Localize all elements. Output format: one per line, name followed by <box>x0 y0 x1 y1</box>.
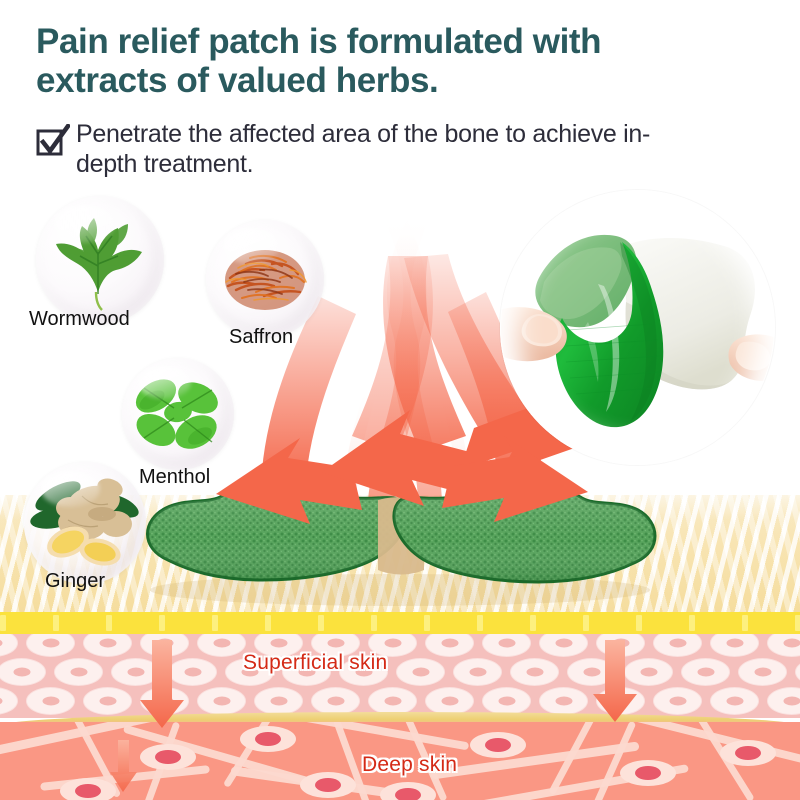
bubble-gloss <box>137 365 192 400</box>
epidermal-cell <box>426 634 473 656</box>
epidermal-cell <box>112 659 159 685</box>
epidermal-cell <box>711 688 758 714</box>
corneum-brick <box>159 615 165 631</box>
epidermal-cell <box>255 634 302 656</box>
epidermal-cell <box>568 659 615 685</box>
bubble-gloss <box>222 228 280 264</box>
corneum-brick <box>265 615 271 631</box>
bubble-gloss <box>53 204 116 244</box>
epidermal-cell <box>597 634 644 656</box>
fibroblast-cell <box>620 760 676 786</box>
corneum-brick <box>371 615 377 631</box>
epidermal-cell <box>27 634 74 656</box>
corneum-brick <box>636 615 642 631</box>
epidermal-cell <box>198 634 245 656</box>
epidermal-cell <box>84 688 131 714</box>
fibroblast-cell <box>470 732 526 758</box>
epidermal-cell <box>483 634 530 656</box>
herb-label-menthol: Menthol <box>139 466 211 488</box>
epidermal-cell <box>255 688 302 714</box>
fibroblast-cell <box>60 778 116 800</box>
patch-peel-illustration <box>500 190 775 465</box>
corneum-brick <box>424 615 430 631</box>
corneum-brick <box>742 615 748 631</box>
herb-label-wormwood: Wormwood <box>29 308 130 330</box>
epidermal-cell <box>0 634 17 656</box>
corneum-brick <box>689 615 695 631</box>
corneum-brick <box>0 615 6 631</box>
corneum-brick <box>477 615 483 631</box>
arrow-inner-right <box>352 256 433 452</box>
checkbox-checked-icon <box>36 122 72 158</box>
herb-bubble-ginger[interactable] <box>24 462 146 584</box>
epidermal-cell <box>369 688 416 714</box>
page-title: Pain relief patch is formulated with ext… <box>36 22 602 101</box>
epidermal-cell <box>597 688 644 714</box>
herb-label-ginger: Ginger <box>45 570 106 592</box>
superficial-skin-layer <box>0 634 800 718</box>
wormwood-leaves-image <box>56 218 142 311</box>
epidermal-cell <box>654 634 701 656</box>
epidermal-cell <box>511 659 558 685</box>
epidermal-cell <box>169 659 216 685</box>
benefit-bullet: Penetrate the affected area of the bone … <box>36 120 676 179</box>
epidermal-cell <box>283 659 330 685</box>
epidermal-cell <box>0 659 45 685</box>
fibroblast-cell <box>240 726 296 752</box>
fibroblast-cell <box>380 782 436 800</box>
collagen-fiber <box>280 722 470 751</box>
deep-skin-label: Deep skin <box>362 753 458 776</box>
epidermal-cell <box>625 659 672 685</box>
epidermal-cell <box>540 634 587 656</box>
fibroblast-cell <box>720 740 776 766</box>
corneum-brick <box>53 615 59 631</box>
epidermal-cell <box>369 634 416 656</box>
epidermal-cell <box>454 659 501 685</box>
epidermal-cell <box>55 659 102 685</box>
epidermal-cell <box>768 688 800 714</box>
epidermal-cell <box>682 659 729 685</box>
ginger-root-image <box>30 478 139 566</box>
photo-white-vignette <box>500 190 775 465</box>
corneum-brick <box>212 615 218 631</box>
product-peel-photo[interactable] <box>500 190 775 465</box>
fibroblast-cell <box>300 772 356 798</box>
epidermal-cell <box>226 659 273 685</box>
epidermal-cell <box>540 688 587 714</box>
bubble-gloss <box>41 470 100 508</box>
epidermal-cell <box>711 634 758 656</box>
corneum-brick <box>530 615 536 631</box>
epidermal-cell <box>27 688 74 714</box>
herb-bubble-saffron[interactable] <box>206 220 324 338</box>
epidermal-cell <box>739 659 786 685</box>
epidermal-cell <box>84 634 131 656</box>
arrow-inner-left <box>322 256 482 506</box>
epidermal-cell <box>198 688 245 714</box>
fibroblast-cell <box>140 744 196 770</box>
epidermal-cell <box>397 659 444 685</box>
stratum-corneum-band <box>0 612 800 634</box>
epidermal-cell <box>312 688 359 714</box>
corneum-brick <box>106 615 112 631</box>
epidermal-cell <box>654 688 701 714</box>
epidermal-cell <box>0 688 17 714</box>
epidermal-cell <box>768 634 800 656</box>
epidermal-cell <box>796 659 800 685</box>
epidermal-cell <box>141 688 188 714</box>
deep-skin-layer <box>0 722 800 800</box>
epidermal-cell <box>340 659 387 685</box>
herb-bubble-wormwood[interactable] <box>36 196 164 324</box>
herb-bubble-menthol[interactable] <box>122 358 234 470</box>
corneum-brick <box>795 615 800 631</box>
epidermal-cell <box>483 688 530 714</box>
epidermal-cell <box>141 634 188 656</box>
epidermal-cell <box>312 634 359 656</box>
epidermal-cell <box>426 688 473 714</box>
benefit-bullet-text: Penetrate the affected area of the bone … <box>76 120 651 178</box>
superficial-skin-label: Superficial skin <box>243 651 388 674</box>
herb-label-saffron: Saffron <box>229 326 294 348</box>
corneum-brick <box>583 615 589 631</box>
corneum-brick <box>318 615 324 631</box>
